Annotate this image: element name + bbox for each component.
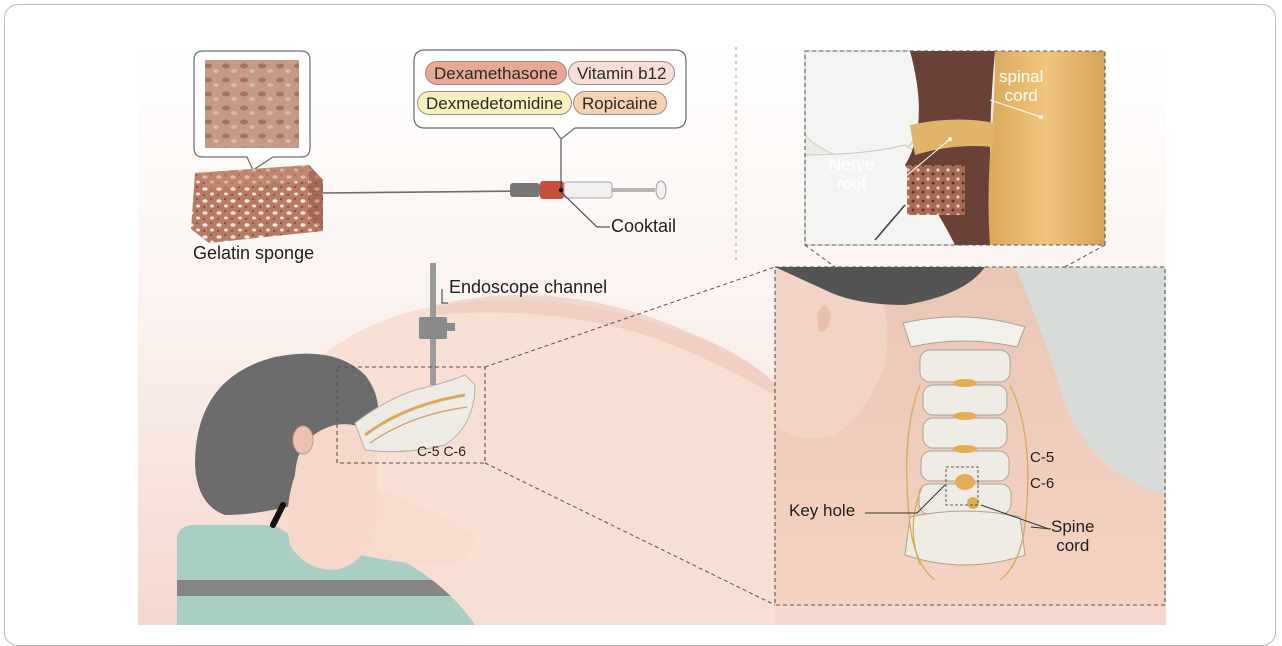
- gelatin-sponge-block: [191, 165, 323, 243]
- c5-c6-label-small: C-5 C-6: [417, 443, 466, 459]
- spinal-cord-label: spinal cord: [999, 67, 1043, 105]
- spinal-cord-label-line2: cord: [999, 86, 1043, 105]
- gelatin-sponge-label: Gelatin sponge: [193, 243, 314, 264]
- nerve-root-label-line2: root: [829, 174, 874, 193]
- nerve-root-inset: [805, 51, 1105, 245]
- spine-cord-label-line2: cord: [1051, 536, 1094, 555]
- key-hole-label: Key hole: [789, 501, 855, 521]
- drug-pill-vitamin-b12: Vitamin b12: [568, 61, 675, 85]
- nerve-root-label-line1: Nerve: [829, 155, 874, 174]
- spine-cord-label: Spine cord: [1051, 517, 1094, 555]
- c6-label-large: C-6: [1030, 475, 1054, 492]
- figure-frame: Dexamethasone Vitamin b12 Dexmedetomidin…: [4, 4, 1276, 646]
- spine-cord-label-line1: Spine: [1051, 517, 1094, 536]
- cocktail-label: Cooktail: [611, 216, 676, 237]
- nerve-root-label: Nerve root: [829, 155, 874, 193]
- drug-pill-dexamethasone: Dexamethasone: [425, 61, 567, 85]
- texture-callout: [194, 51, 310, 170]
- drug-pill-dexmedetomidine: Dexmedetomidine: [417, 91, 572, 115]
- spinal-cord-label-line1: spinal: [999, 67, 1043, 86]
- neck-inset: [775, 267, 1165, 605]
- endoscope-channel-label: Endoscope channel: [449, 277, 607, 298]
- drug-pill-ropicaine: Ropicaine: [573, 91, 667, 115]
- c5-label-large: C-5: [1030, 449, 1054, 466]
- sponge-texture-image: [205, 60, 299, 148]
